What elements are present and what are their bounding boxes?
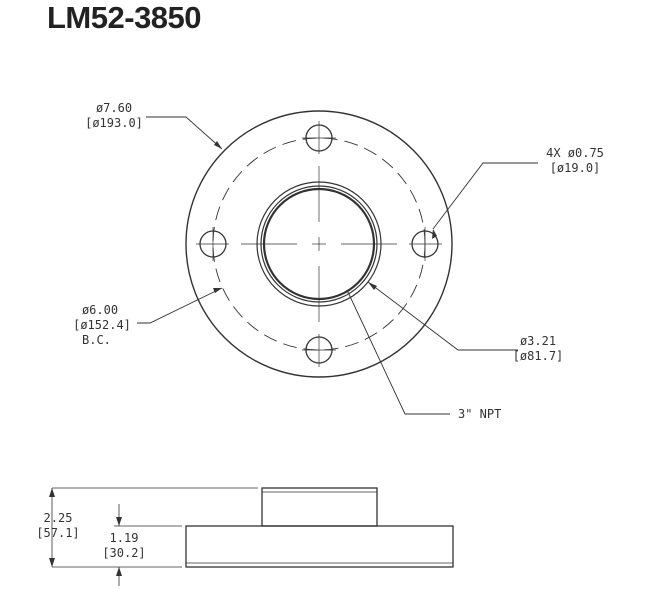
outer-flange-circle bbox=[185, 110, 453, 378]
bolt-circle-mm: [ø152.4] bbox=[73, 318, 131, 332]
flange-height-mm: [30.2] bbox=[102, 546, 145, 560]
outer-diameter-mm: [ø193.0] bbox=[85, 116, 143, 130]
side-hub bbox=[261, 487, 378, 527]
leader-thread bbox=[346, 289, 450, 415]
bore-in: ø3.21 bbox=[520, 334, 556, 348]
bolt-holes-mm: [ø19.0] bbox=[550, 161, 601, 175]
side-view bbox=[185, 487, 454, 568]
bolt-holes-in: 4X ø0.75 bbox=[546, 146, 604, 160]
bolt-circle-in: ø6.00 bbox=[82, 303, 118, 317]
bolt-circle-note: B.C. bbox=[82, 333, 111, 347]
bore-mm: [ø81.7] bbox=[513, 349, 564, 363]
centerlines bbox=[196, 121, 442, 367]
overall-height-mm: [57.1] bbox=[36, 526, 79, 540]
arrowheads bbox=[49, 141, 437, 576]
leader-bolt-holes bbox=[432, 162, 538, 230]
leader-lines bbox=[137, 116, 538, 415]
side-flange bbox=[185, 525, 454, 568]
flange-height-in: 1.19 bbox=[110, 531, 139, 545]
side-dimensions bbox=[51, 487, 258, 586]
page-title: LM52-3850 bbox=[47, 0, 202, 35]
leader-bore bbox=[367, 281, 518, 351]
outer-diameter-in: ø7.60 bbox=[96, 101, 132, 115]
leader-bolt-circle bbox=[137, 287, 223, 324]
overall-height-in: 2.25 bbox=[44, 511, 73, 525]
top-view bbox=[185, 110, 453, 378]
leader-outer-diameter bbox=[146, 116, 223, 150]
callout-labels: ø7.60 [ø193.0] 4X ø0.75 [ø19.0] ø6.00 [ø… bbox=[36, 101, 604, 560]
thread-label: 3" NPT bbox=[458, 407, 501, 421]
